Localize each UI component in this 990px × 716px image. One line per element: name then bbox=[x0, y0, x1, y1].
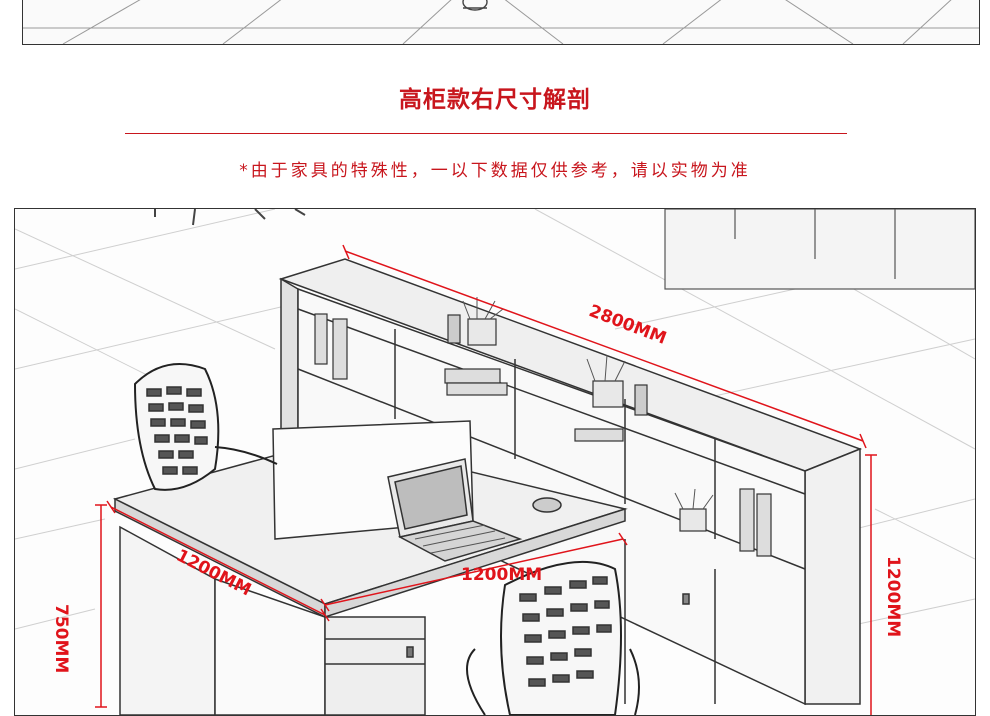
workstation-dimension-illustration: 2800MM 1200MM 1200MM 750MM 1200MM bbox=[14, 208, 976, 716]
plant-leaves bbox=[462, 297, 714, 510]
section-title: 高柜款右尺寸解剖 bbox=[399, 86, 591, 113]
dim-line-front-width bbox=[324, 538, 624, 606]
previous-illustration-sketch bbox=[23, 0, 979, 44]
dim-line-left-width bbox=[110, 506, 326, 616]
left-office-chair bbox=[133, 363, 278, 491]
previous-illustration-frame bbox=[22, 0, 980, 45]
right-office-chair bbox=[466, 560, 640, 715]
dim-label-desk-height: 750MM bbox=[51, 604, 71, 674]
shelf-items bbox=[314, 313, 772, 557]
dim-label-cabinet-height: 1200MM bbox=[883, 556, 903, 638]
workstation-sketch bbox=[15, 209, 975, 715]
dim-line-length bbox=[344, 250, 864, 442]
title-divider bbox=[125, 133, 847, 134]
laptop bbox=[387, 458, 523, 562]
background-cabinets bbox=[664, 209, 975, 290]
dim-label-front-width: 1200MM bbox=[461, 565, 543, 585]
dimension-lines bbox=[95, 244, 877, 715]
desk bbox=[112, 420, 628, 715]
disclaimer-note: *由于家具的特殊性，一以下数据仅供参考，请以实物为准 bbox=[239, 161, 751, 181]
background-chairs bbox=[154, 209, 306, 226]
desk-phone bbox=[532, 497, 562, 513]
